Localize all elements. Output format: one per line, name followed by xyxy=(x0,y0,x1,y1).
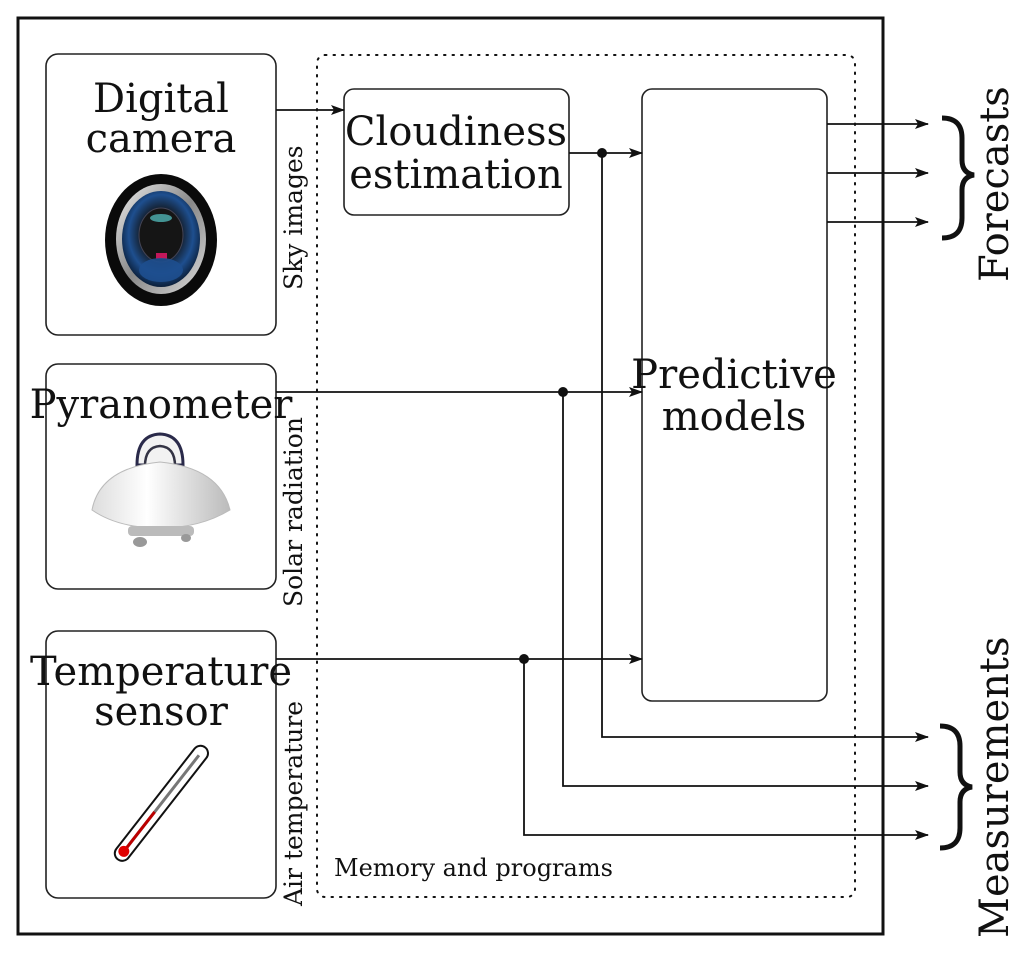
predictive-models-box: Predictive models xyxy=(631,88,837,702)
memory-container xyxy=(316,54,856,898)
memory-label: Memory and programs xyxy=(334,854,613,882)
pyranometer-title: Pyranometer xyxy=(30,382,294,428)
thermometer-icon xyxy=(113,744,209,862)
junction-dot xyxy=(558,387,568,397)
predictive-line1: Predictive xyxy=(631,352,837,398)
measurements-brace xyxy=(939,723,973,851)
forecasts-brace xyxy=(941,115,975,241)
solar-radiation-label: Solar radiation xyxy=(279,417,308,607)
cloudiness-estimation-box: Cloudiness estimation xyxy=(343,88,570,216)
cloudiness-measurement-arrow xyxy=(601,153,929,742)
junction-dot xyxy=(597,148,607,158)
temperature-measurement-arrow xyxy=(523,659,929,840)
sky-images-label: Sky images xyxy=(279,145,308,290)
cloudiness-line1: Cloudiness xyxy=(345,109,567,155)
measurements-label: Measurements xyxy=(972,636,1018,938)
air-temperature-label: Air temperature xyxy=(279,701,308,907)
pyranometer-box: Pyranometer xyxy=(30,363,294,590)
camera-title-line2: camera xyxy=(86,116,237,162)
temperature-sensor-box: Temperature sensor xyxy=(30,630,292,899)
cloudiness-line2: estimation xyxy=(349,152,563,198)
connections xyxy=(276,105,929,840)
forecasts-label: Forecasts xyxy=(972,86,1018,282)
junction-dot xyxy=(519,654,529,664)
temperature-title-line2: sensor xyxy=(94,689,229,735)
pyranometer-icon xyxy=(91,432,231,547)
camera-lens-icon xyxy=(105,174,217,306)
camera-title-line1: Digital xyxy=(93,76,229,122)
temperature-title-line1: Temperature xyxy=(30,649,292,695)
predictive-line2: models xyxy=(662,394,807,440)
radiation-measurement-arrow xyxy=(562,392,929,791)
system-boundary xyxy=(16,16,885,936)
digital-camera-box: Digital camera xyxy=(45,53,277,336)
